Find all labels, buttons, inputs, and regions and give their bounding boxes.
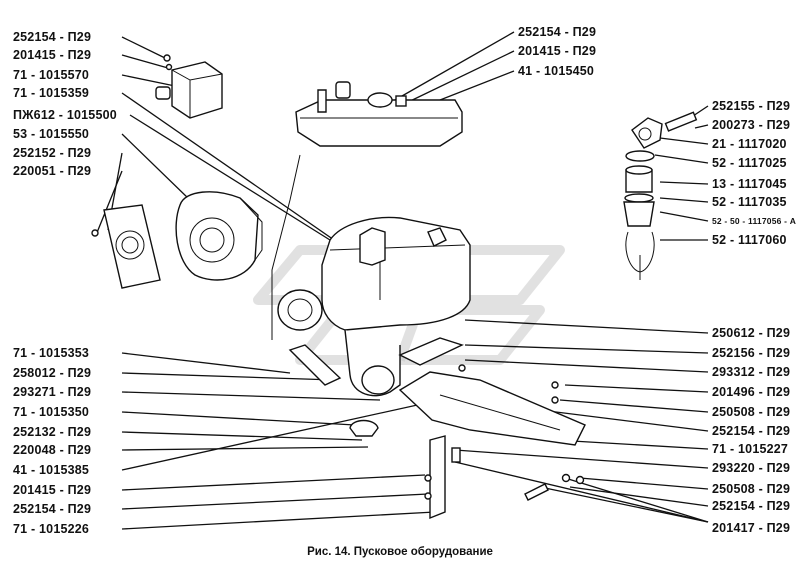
part-label: 220048 - П29: [13, 443, 92, 457]
part-label: 252156 - П29: [712, 346, 791, 360]
part-blower-housing: [175, 191, 263, 281]
part-label: 250612 - П29: [712, 326, 791, 340]
part-label: 71 - 1015350: [13, 405, 90, 419]
part-label: 71 - 1015227: [712, 442, 789, 456]
part-label: 201415 - П29: [518, 44, 597, 58]
part-label: ПЖ612 - 1015500: [13, 108, 117, 122]
leader-lines-left: [95, 36, 441, 530]
part-label: 13 - 1117045: [712, 177, 787, 191]
part-top-tray: [295, 81, 463, 147]
part-label: 52 - 1117035: [712, 195, 787, 209]
part-label: 41 - 1015450: [518, 64, 595, 78]
part-small-cap: [349, 419, 379, 437]
part-fuel-filter-stack: [623, 111, 698, 280]
part-exhaust-pipe: [288, 329, 401, 397]
part-label: 293271 - П29: [13, 385, 92, 399]
part-label: 252154 - П29: [712, 499, 791, 513]
part-label: 71 - 1015570: [13, 68, 90, 82]
part-label: 220051 - П29: [13, 164, 92, 178]
part-bracket: [424, 435, 461, 520]
figure-caption: Рис. 14. Пусковое оборудование: [307, 546, 493, 558]
part-label: 201417 - П29: [712, 521, 791, 535]
part-label: 200273 - П29: [712, 118, 791, 132]
part-label: 252132 - П29: [13, 425, 92, 439]
part-label: 201415 - П29: [13, 48, 92, 62]
part-label: 252154 - П29: [518, 25, 597, 39]
part-label: 52 - 1117025: [712, 156, 787, 170]
part-main-heater-body: [271, 154, 471, 340]
part-label: 201496 - П29: [712, 385, 791, 399]
part-label: 21 - 1117020: [712, 137, 787, 151]
part-label: 71 - 1015226: [13, 522, 90, 536]
part-label: 71 - 1015353: [13, 346, 90, 360]
part-label: 252154 - П29: [712, 424, 791, 438]
part-lower-duct: [398, 337, 586, 446]
part-gasket-plate: [103, 204, 161, 289]
part-label: 53 - 1015550: [13, 127, 90, 141]
part-small-valve-box: [155, 54, 223, 119]
part-label: 41 - 1015385: [13, 463, 90, 477]
part-label: 250508 - П29: [712, 482, 791, 496]
part-label: 293220 - П29: [712, 461, 791, 475]
part-label: 252154 - П29: [13, 502, 92, 516]
part-bolts: [91, 229, 585, 501]
part-label: 258012 - П29: [13, 366, 92, 380]
part-label: 52 - 1117060: [712, 233, 787, 247]
part-label: 201415 - П29: [13, 483, 92, 497]
part-label: 52 - 50 - 1117056 - А: [712, 216, 797, 226]
part-label: 293312 - П29: [712, 365, 791, 379]
part-label: 252155 - П29: [712, 99, 791, 113]
part-label: 252154 - П29: [13, 30, 92, 44]
part-label: 71 - 1015359: [13, 86, 90, 100]
part-label: 252152 - П29: [13, 146, 92, 160]
part-label: 250508 - П29: [712, 405, 791, 419]
